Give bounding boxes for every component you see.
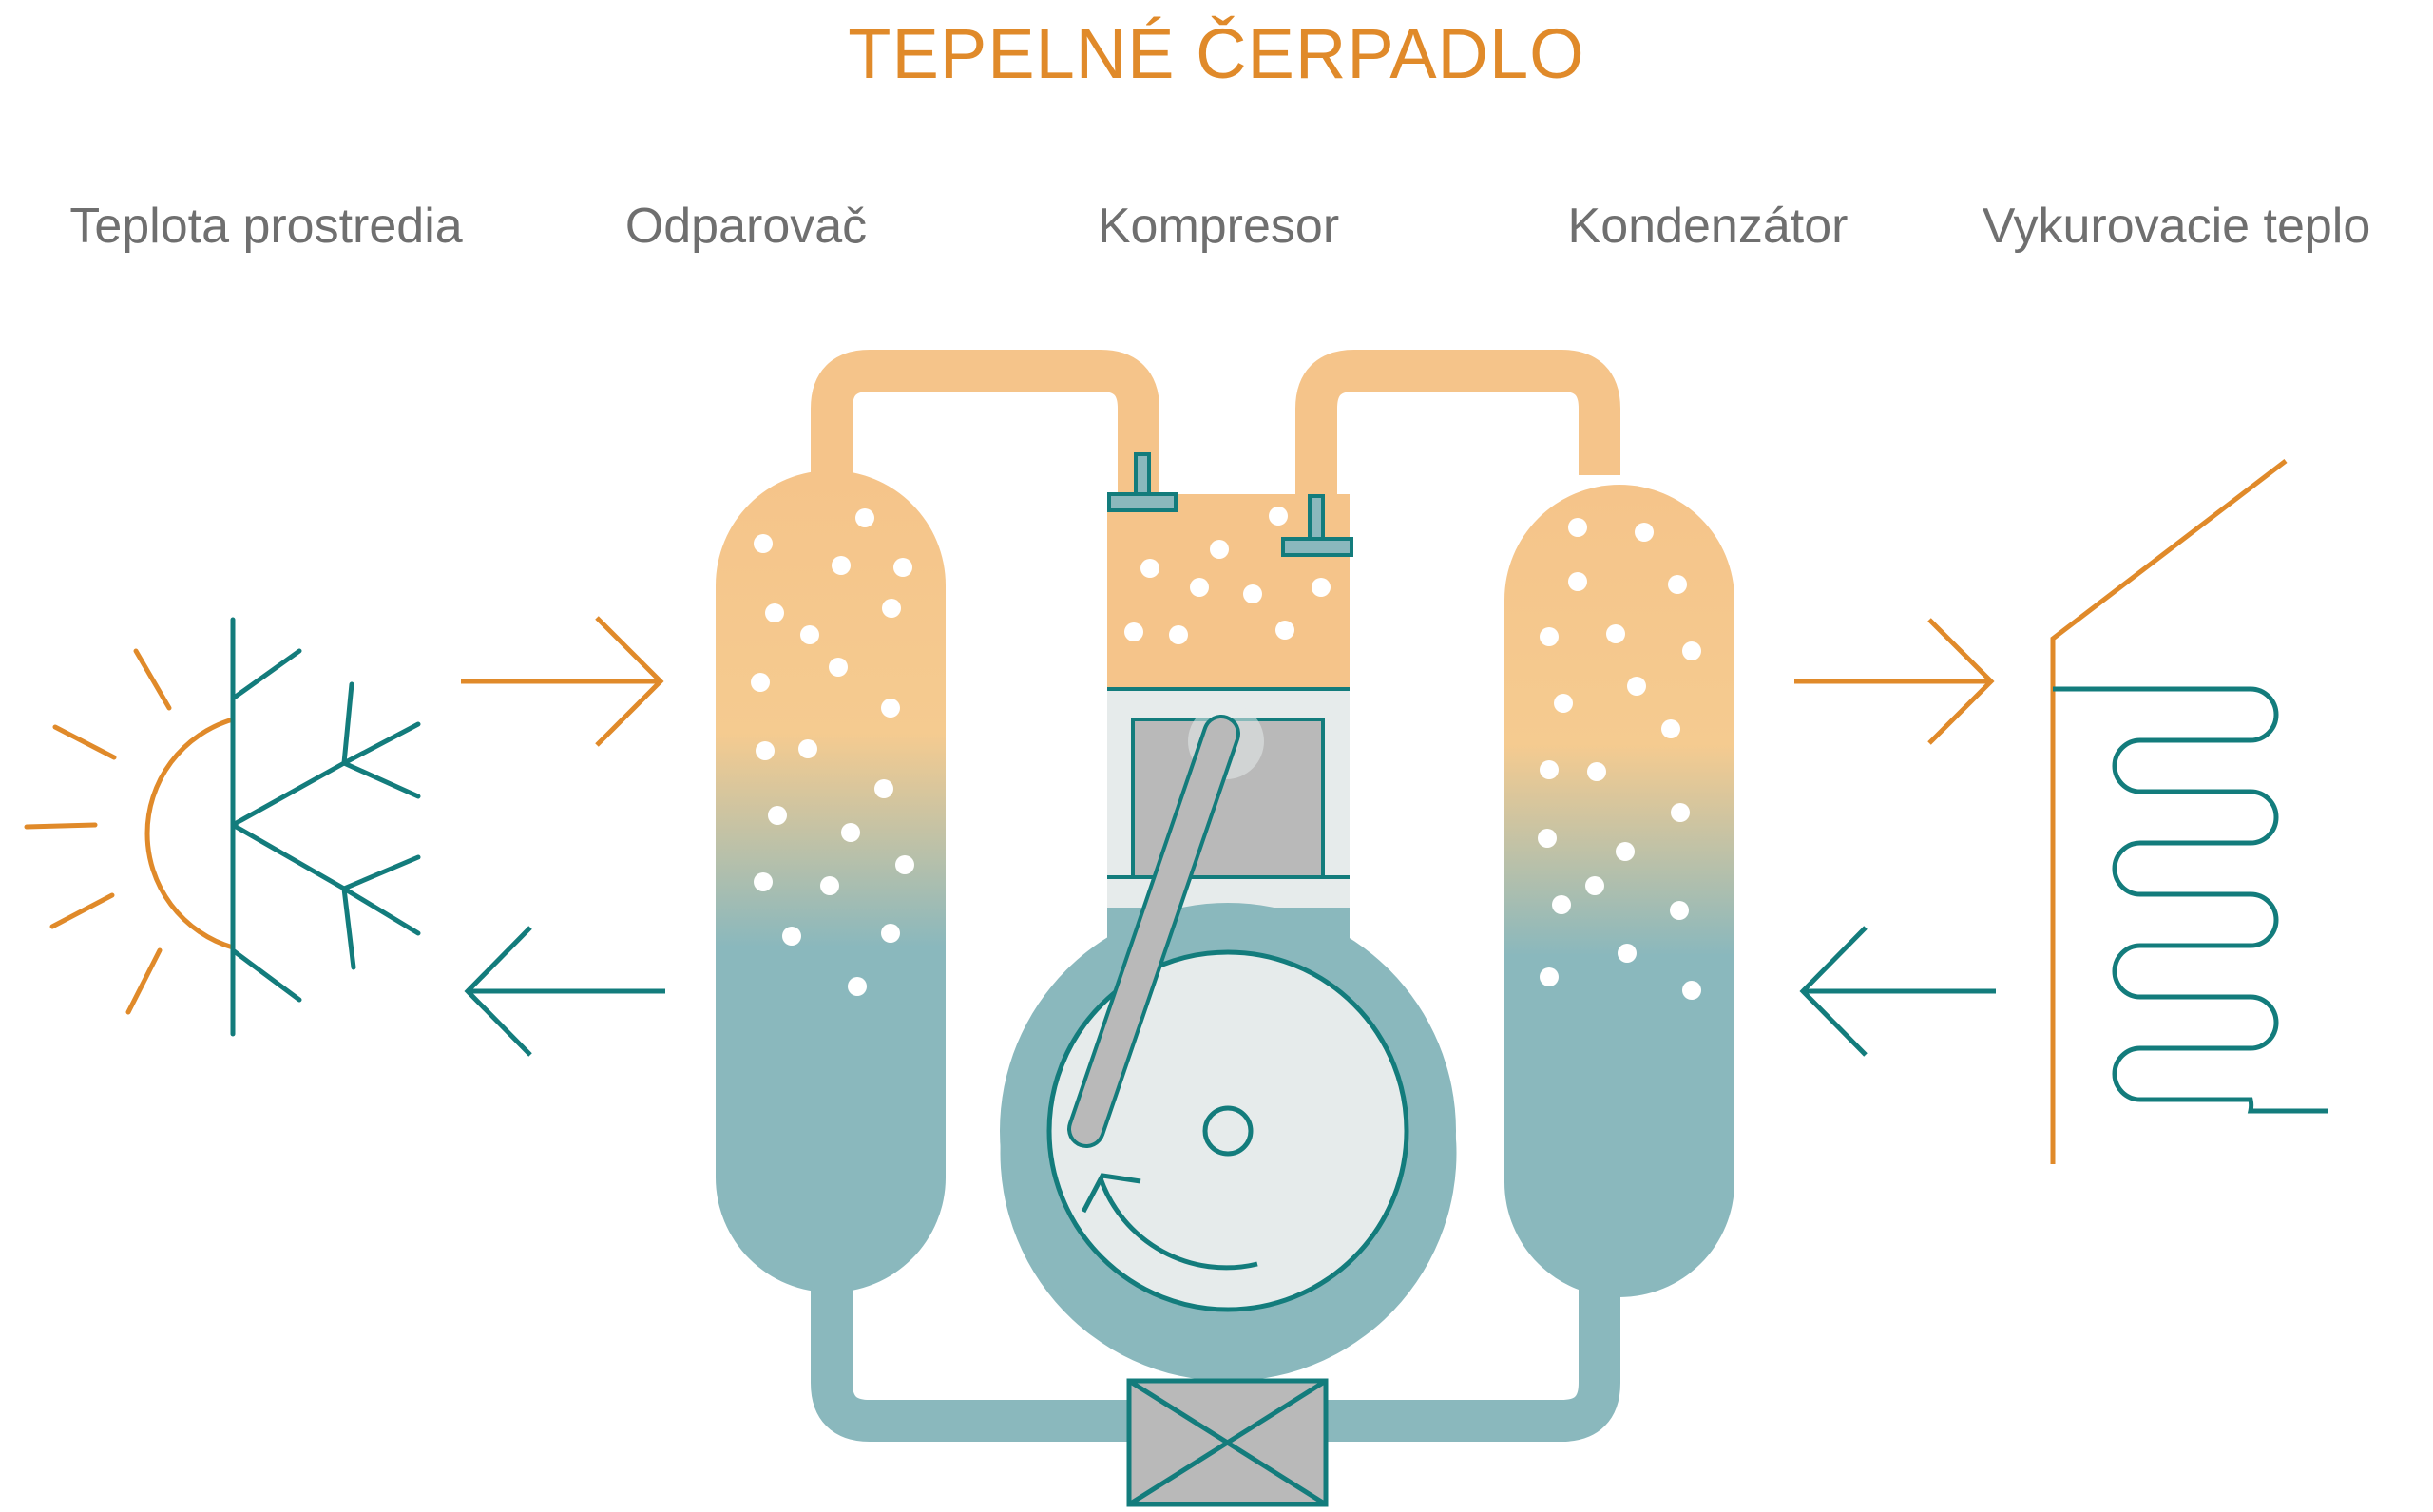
pipe-evaporator-to-compressor: [811, 350, 1159, 494]
label-compressor: Kompresor: [1097, 199, 1340, 254]
inlet-valve: [1107, 452, 1178, 512]
pipe-compressor-to-condenser: [1295, 350, 1620, 494]
expansion-valve-icon: [1126, 1378, 1329, 1507]
compressor-bubbles: [1124, 507, 1331, 644]
condenser-tank: [1504, 485, 1734, 1297]
condenser-bubbles: [1538, 518, 1701, 1000]
label-evaporator: Odparovač: [624, 199, 868, 254]
refrigerant-pipes: [811, 350, 1620, 1442]
diagram-title: TEPELNÉ ČERPADLO: [848, 14, 1585, 93]
sun-snowflake-icon: [24, 617, 421, 1037]
label-environment: Teplota prostredia: [69, 199, 463, 254]
evaporator-bubbles: [751, 508, 914, 996]
compressor: [1000, 452, 1457, 1382]
evaporator-tank: [716, 470, 946, 1292]
label-condenser: Kondenzátor: [1567, 199, 1849, 254]
arrow-evaporator-to-environment: [464, 926, 665, 1057]
pipe-condenser-to-valve: [1326, 1283, 1620, 1442]
rotation-arrow-icon: [1098, 1177, 1258, 1271]
arrow-condenser-to-heating: [1794, 618, 1995, 745]
house-radiator-icon: [2050, 459, 2328, 1164]
pipe-valve-to-evaporator: [811, 1283, 1129, 1442]
outlet-valve: [1281, 494, 1353, 557]
label-heating: Vykurovacie teplo: [1982, 199, 2371, 254]
arrow-environment-to-evaporator: [461, 616, 664, 747]
arrow-heating-to-condenser: [1799, 926, 1996, 1057]
crank-pivot: [1202, 1105, 1254, 1157]
